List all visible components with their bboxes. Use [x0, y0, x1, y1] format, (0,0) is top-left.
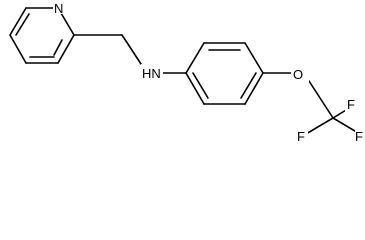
benzene-bond	[244, 42, 264, 74]
benzene-bond	[244, 72, 264, 105]
label-backing	[355, 127, 365, 141]
fluorine-top-label: F	[347, 97, 355, 112]
benzene-double-bond-inner	[240, 72, 257, 99]
label-backing	[141, 64, 163, 80]
amine-nh-label: HN	[142, 66, 161, 81]
label-backing	[345, 99, 357, 113]
pyridine-bond	[9, 34, 27, 64]
benzene-double-bond-inner	[192, 72, 209, 99]
ether-oxygen-label: O	[293, 67, 303, 82]
bond-layer	[9, 0, 365, 141]
pyridine-double-bond-inner	[15, 13, 30, 36]
fluorine-right-label: F	[355, 129, 363, 144]
pyridine-double-bond-inner	[53, 39, 63, 56]
benzene-bond	[185, 72, 205, 105]
c-f-bond	[305, 117, 334, 135]
benzene-bond	[185, 42, 205, 74]
ch2-nh-bond	[121, 34, 142, 65]
molecule-structure: N HN O F F F	[9, 0, 365, 144]
atom-label-layer: N HN O F F F	[54, 1, 363, 144]
fluorine-left-label: F	[297, 129, 305, 144]
label-backing	[291, 66, 309, 82]
pyridine-bond	[9, 7, 27, 36]
structure-canvas: N HN O F F F	[9, 0, 365, 144]
label-backing	[53, 0, 65, 14]
pyridine-bond	[57, 34, 75, 64]
pyridine-nitrogen-label: N	[54, 1, 63, 16]
label-backing	[296, 127, 308, 141]
o-cf3-bond	[308, 80, 334, 119]
